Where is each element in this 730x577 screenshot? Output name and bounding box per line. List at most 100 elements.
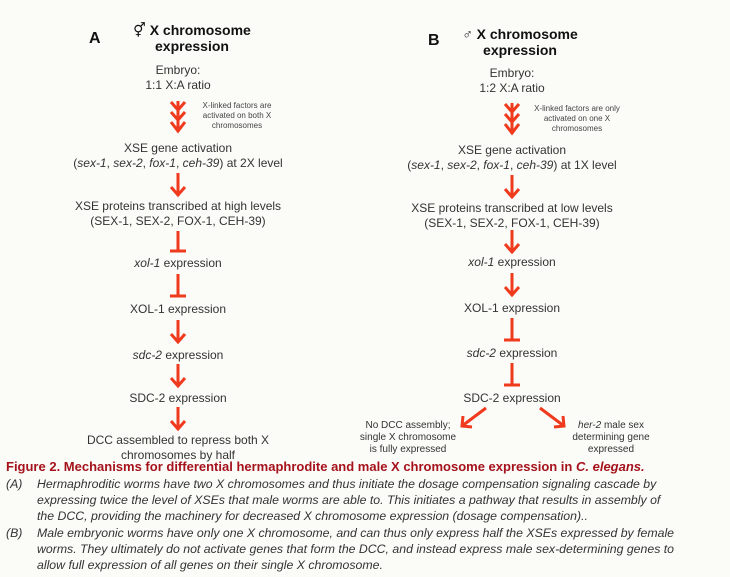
embryo-a: Embryo: 1:1 X:A ratio (145, 63, 210, 93)
hermaphrodite-symbol-icon: ⚥ (133, 22, 146, 38)
expr: expression (495, 346, 558, 360)
xol1-protein-b: XOL-1 expression (463, 301, 561, 315)
title-line: X chromosome (476, 26, 578, 42)
diagonal-arrow-right (539, 406, 566, 429)
caption-line: Hermaphroditic worms have two X chromoso… (37, 477, 657, 491)
proteins-b: XSE proteins transcribed at low levels (… (411, 201, 612, 231)
figure-caption-title: Figure 2. Mechanisms for differential he… (6, 459, 645, 474)
gene: sdc-2 (132, 348, 162, 362)
gene: sex-1 (411, 158, 441, 172)
expr: expression (161, 348, 224, 362)
sdc2-protein-b: SDC-2 expression (463, 391, 561, 405)
title-line: expression (483, 42, 557, 58)
her2-outcome: her-2 male sex determining gene expresse… (572, 420, 649, 456)
gene: sex-2 (447, 158, 477, 172)
triple-arrow-b (503, 103, 521, 136)
arrow-a-2 (169, 320, 187, 345)
proteins-a: XSE proteins transcribed at high levels … (75, 199, 281, 229)
proteins-label: XSE proteins transcribed at low levels (411, 201, 613, 215)
caption-line: worms. They ultimately do not activate g… (37, 542, 675, 556)
xse-activation-a: XSE gene activation (sex-1, sex-2, fox-1… (73, 141, 283, 170)
panel-a-title: ⚥ X chromosome expression (133, 22, 251, 54)
caption-line: expressing twice the level of XSEs that … (37, 493, 661, 507)
panel-a-letter: A (89, 30, 101, 47)
caption-line: allow full expression of all genes on th… (37, 558, 383, 572)
level: ) at 1X level (553, 158, 617, 172)
gene: sdc-2 (466, 346, 496, 360)
proteins-list: (SEX-1, SEX-2, FOX-1, CEH-39) (90, 214, 266, 228)
caption-line: Male embryonic worms have only one X chr… (37, 526, 675, 540)
male-symbol-icon: ♂ (462, 26, 473, 42)
arrow-a-1 (169, 173, 187, 198)
gene: sex-2 (113, 156, 143, 170)
arrow-b-3 (503, 273, 521, 298)
embryo-b: Embryo: 1:2 X:A ratio (479, 66, 544, 96)
gene: fox-1 (149, 156, 176, 170)
xol1-gene-a: xol-1 expression (134, 256, 221, 271)
no-dcc-outcome: No DCC assembly; single X chromosome is … (360, 420, 456, 456)
inhibit-a-2 (170, 274, 186, 298)
outcome-line: male sex (601, 420, 644, 431)
xol1-protein-a: XOL-1 expression (129, 302, 227, 316)
xol1-gene-b: xol-1 expression (468, 255, 555, 270)
arrow-b-2 (503, 230, 521, 255)
proteins-label: XSE proteins transcribed at high levels (74, 199, 282, 213)
sdc2-gene-a: sdc-2 expression (133, 348, 224, 363)
expr: expression (494, 255, 556, 269)
note-line: X-linked factors are (202, 101, 272, 110)
gene: xol-1 (468, 255, 495, 269)
panel-b-title: ♂ X chromosome expression (462, 26, 578, 58)
note-line: X-linked factors are only (534, 104, 620, 113)
note-line: chromosomes (551, 124, 603, 133)
caption-label: (B) (6, 526, 23, 540)
gene: her-2 (578, 420, 602, 431)
gene: ceh-39 (182, 156, 220, 170)
caption-b: (B) Male embryonic worms have only one X … (6, 525, 674, 573)
outcome-line: is fully expressed (369, 444, 447, 455)
title-line: expression (155, 38, 229, 54)
xse-activation-b: XSE gene activation (sex-1, sex-2, fox-1… (407, 143, 617, 172)
inhibit-a-1 (170, 231, 186, 253)
gene: xol-1 (134, 256, 161, 270)
arrow-b-1 (503, 175, 521, 200)
outcome-line: No DCC assembly; (365, 420, 451, 431)
dcc-line: DCC assembled to repress both X (86, 433, 270, 447)
sdc2-protein-a: SDC-2 expression (129, 391, 227, 405)
xse-activation-label: XSE gene activation (123, 141, 233, 155)
outcome-line: single X chromosome (359, 432, 457, 443)
ratio-label: 1:1 X:A ratio (145, 78, 211, 92)
dcc-a: DCC assembled to repress both X chromoso… (87, 433, 269, 463)
note-b: X-linked factors are only activated on o… (534, 104, 620, 134)
arrow-a-3 (169, 364, 187, 389)
diagonal-arrow-left (460, 406, 487, 429)
level: ) at 2X level (219, 156, 283, 170)
inhibit-b-1 (504, 318, 520, 342)
triple-arrow-a (169, 101, 187, 134)
note-line: chromosomes (211, 121, 263, 130)
note-line: activated on one X (543, 114, 611, 123)
caption-label: (A) (6, 477, 23, 491)
gene: ceh-39 (516, 158, 554, 172)
embryo-label: Embryo: (489, 66, 535, 80)
expr: expression (160, 256, 222, 270)
proteins-list: (SEX-1, SEX-2, FOX-1, CEH-39) (424, 216, 600, 230)
ratio-label: 1:2 X:A ratio (479, 81, 545, 95)
panel-b-letter: B (428, 32, 440, 49)
outcome-line: determining gene (572, 432, 650, 443)
species-name: C. elegans. (575, 459, 645, 474)
sdc2-gene-b: sdc-2 expression (467, 346, 558, 361)
inhibit-b-2 (504, 363, 520, 387)
xse-activation-label: XSE gene activation (457, 143, 567, 157)
dcc-line: chromosomes by half (120, 448, 236, 462)
outcome-line: expressed (587, 444, 635, 455)
arrow-a-4 (169, 407, 187, 432)
caption-a: (A) Hermaphroditic worms have two X chrom… (6, 476, 660, 524)
gene: fox-1 (483, 158, 510, 172)
caption-line: the DCC, providing the machinery for dec… (37, 509, 588, 523)
caption-title-text: Figure 2. Mechanisms for differential he… (6, 459, 576, 474)
note-a: X-linked factors are activated on both X… (203, 101, 272, 131)
gene: sex-1 (77, 156, 107, 170)
note-line: activated on both X (202, 111, 272, 120)
embryo-label: Embryo: (155, 63, 201, 77)
